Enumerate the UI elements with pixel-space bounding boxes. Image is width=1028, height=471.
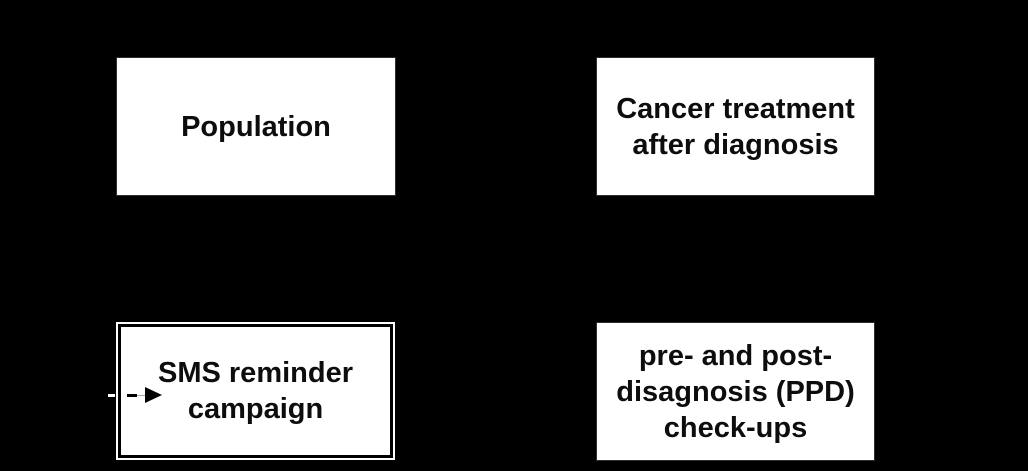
node-ppd-line3: check-ups: [663, 411, 808, 444]
node-sms-line2: campaign: [187, 393, 324, 425]
node-population-label: Population: [181, 110, 331, 143]
node-ppd-line1: pre- and post-: [638, 339, 833, 372]
node-cancer-treatment: Cancer treatment after diagnosis: [597, 58, 874, 195]
node-cancer-treatment-line2: after diagnosis: [632, 128, 839, 161]
node-ppd-checkups: pre- and post- disagnosis (PPD) check-up…: [597, 323, 874, 460]
dashed-arrow-segment-outside: [108, 394, 115, 397]
node-ppd-line2: disagnosis (PPD): [616, 375, 855, 408]
node-sms-reminder-campaign-inner: SMS reminder campaign: [121, 327, 390, 455]
node-cancer-treatment-line1: Cancer treatment: [616, 92, 855, 125]
dashed-arrow-segment-inside: [127, 394, 137, 397]
arrowhead-icon: [145, 387, 162, 403]
node-sms-line1: SMS reminder: [158, 357, 353, 389]
node-sms-reminder-campaign: SMS reminder campaign: [116, 322, 395, 460]
dashed-arrow-shaft: [137, 395, 146, 396]
node-population: Population: [117, 58, 395, 195]
